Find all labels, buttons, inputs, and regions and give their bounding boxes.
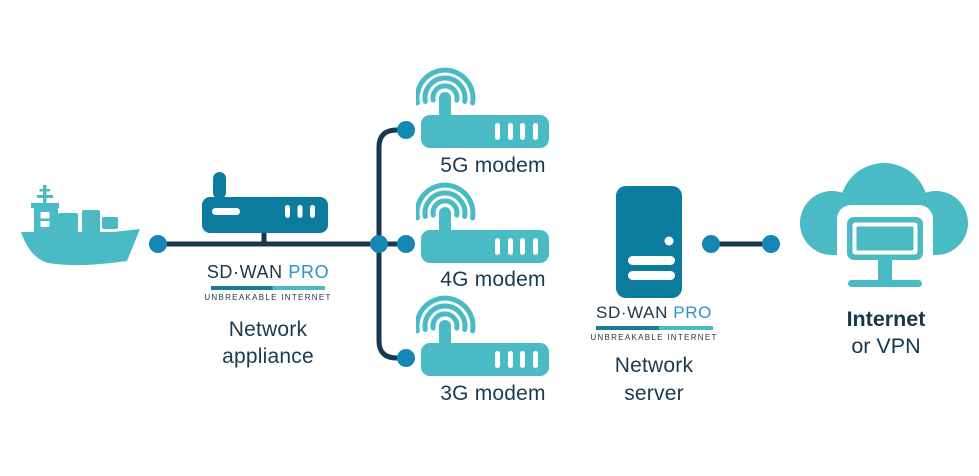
logo-sdwan-text: SD·WAN <box>596 303 668 322</box>
appliance-label: Network appliance <box>188 316 348 370</box>
internet-cloud-icon <box>800 163 968 287</box>
server-sdwan-logo: SD·WAN PRO UNBREAKABLE INTERNET <box>574 303 734 342</box>
monitor-icon <box>847 217 923 287</box>
cloud-dot <box>762 235 780 253</box>
modem-5g-label: 5G modem <box>440 154 546 177</box>
network-appliance-icon <box>202 172 328 233</box>
modem-4g-icon <box>416 182 549 263</box>
modem-5g-dot <box>397 121 415 139</box>
appliance-sdwan-logo: SD·WAN PRO UNBREAKABLE INTERNET <box>188 262 348 302</box>
appliance-logo-bar <box>211 286 325 290</box>
appliance-label-line1: Network <box>228 318 308 341</box>
server-logo-tagline: UNBREAKABLE INTERNET <box>590 333 718 342</box>
appliance-logo-wordmark: SD·WAN PRO <box>188 262 348 283</box>
server-label-line2: server <box>624 382 684 405</box>
modem-3g-dot <box>397 349 415 367</box>
internet-label-line2: or VPN <box>851 334 921 358</box>
ship-icon <box>21 185 140 266</box>
modem-4g-label: 4G modem <box>440 268 546 291</box>
server-logo-bar <box>595 326 713 330</box>
logo-pro-text: PRO <box>288 262 330 282</box>
server-label: Network server <box>574 352 734 408</box>
logo-sdwan-text: SD·WAN <box>206 262 283 282</box>
modem-4g-dot <box>397 235 415 253</box>
modem-5g-icon <box>416 67 549 148</box>
server-dot <box>702 235 720 253</box>
appliance-label-line2: appliance <box>222 345 314 368</box>
server-logo-wordmark: SD·WAN PRO <box>574 303 734 323</box>
ship-connection-dot <box>149 235 167 253</box>
network-server-icon <box>616 186 682 298</box>
internet-label: Internet or VPN <box>806 306 966 360</box>
internet-label-line1: Internet <box>846 307 926 331</box>
modem-3g-icon <box>416 295 549 376</box>
modem-3g-label: 3G modem <box>440 382 546 405</box>
appliance-logo-tagline: UNBREAKABLE INTERNET <box>204 293 332 302</box>
server-label-line1: Network <box>614 354 694 377</box>
logo-pro-text: PRO <box>673 303 712 322</box>
junction-dot <box>370 235 388 253</box>
